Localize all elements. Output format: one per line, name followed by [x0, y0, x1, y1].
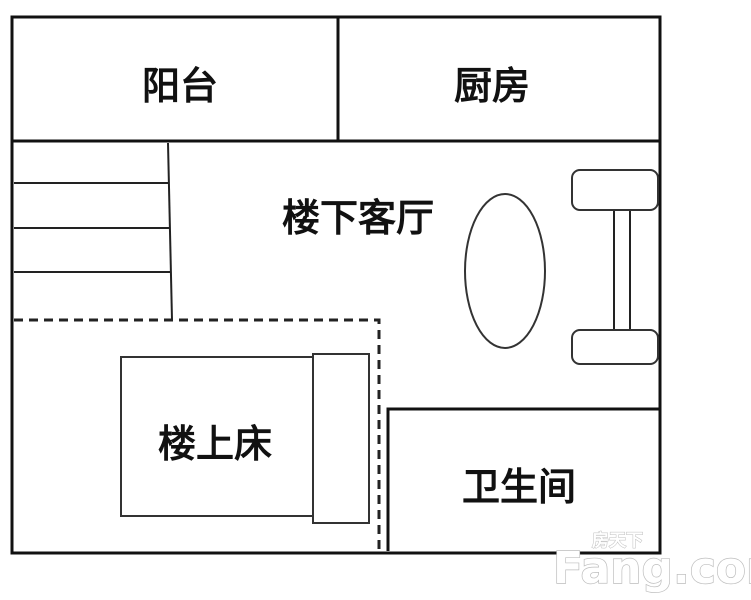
- outer-wall: [10, 15, 662, 555]
- chair-bottom: [571, 329, 659, 365]
- watermark-brand: Fang.com: [553, 543, 751, 594]
- balcony-label: 阳台: [142, 64, 218, 108]
- kitchen-label: 厨房: [454, 64, 530, 108]
- watermark-brand-cn: 房天下: [592, 530, 643, 551]
- bathroom-wall: [386, 407, 660, 551]
- dining-table: [464, 193, 546, 349]
- dining-set: [464, 169, 659, 365]
- loft-bed-label: 楼上床: [158, 422, 272, 466]
- bed: [120, 353, 370, 524]
- staircase: [14, 142, 173, 321]
- loft-boundary: [14, 318, 381, 551]
- living-room-label: 楼下客厅: [282, 196, 434, 240]
- chair-top: [571, 169, 659, 211]
- bed-pillow: [312, 353, 370, 524]
- bathroom-label: 卫生间: [462, 465, 576, 509]
